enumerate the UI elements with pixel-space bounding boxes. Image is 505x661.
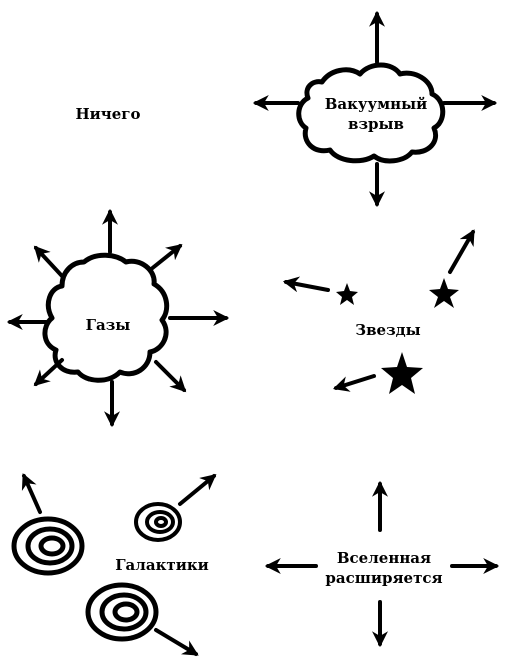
panel-gases: Газы bbox=[10, 212, 226, 424]
arrow-galaxy-left bbox=[24, 476, 40, 512]
label-vacuum-line1: Вакуумный bbox=[325, 95, 428, 113]
arrow-ne bbox=[150, 246, 180, 270]
panel-vacuum-explosion: Вакуумный взрыв bbox=[256, 14, 494, 204]
arrow-star-medium bbox=[450, 232, 473, 272]
arrow-sw bbox=[36, 360, 62, 384]
panel-universe-expands: Вселенная расширяется bbox=[268, 484, 496, 644]
arrow-se bbox=[156, 362, 184, 390]
star-medium-icon bbox=[429, 278, 459, 308]
arrow-star-small bbox=[286, 282, 328, 290]
panel-nothing: Ничего bbox=[75, 105, 140, 123]
spiral-galaxy-small-icon bbox=[136, 504, 180, 540]
panel-stars: Звезды bbox=[286, 232, 473, 394]
arrow-nw bbox=[36, 248, 62, 276]
arrow-star-large bbox=[336, 376, 374, 388]
spiral-galaxy-bottom-icon bbox=[88, 585, 156, 639]
label-vacuum-line2: взрыв bbox=[348, 115, 404, 133]
label-universe-line1: Вселенная bbox=[337, 549, 431, 567]
spiral-galaxy-left-icon bbox=[14, 519, 82, 573]
star-large-icon bbox=[381, 352, 423, 394]
label-galaxies: Галактики bbox=[115, 556, 209, 574]
label-nothing: Ничего bbox=[75, 105, 140, 123]
star-small-icon bbox=[336, 283, 358, 305]
label-stars: Звезды bbox=[355, 321, 420, 339]
panel-galaxies: Галактики bbox=[14, 476, 214, 654]
label-gases: Газы bbox=[86, 316, 131, 334]
label-universe-line2: расширяется bbox=[325, 569, 442, 587]
arrow-galaxy-bottom bbox=[156, 630, 196, 654]
arrow-galaxy-small bbox=[180, 476, 214, 504]
